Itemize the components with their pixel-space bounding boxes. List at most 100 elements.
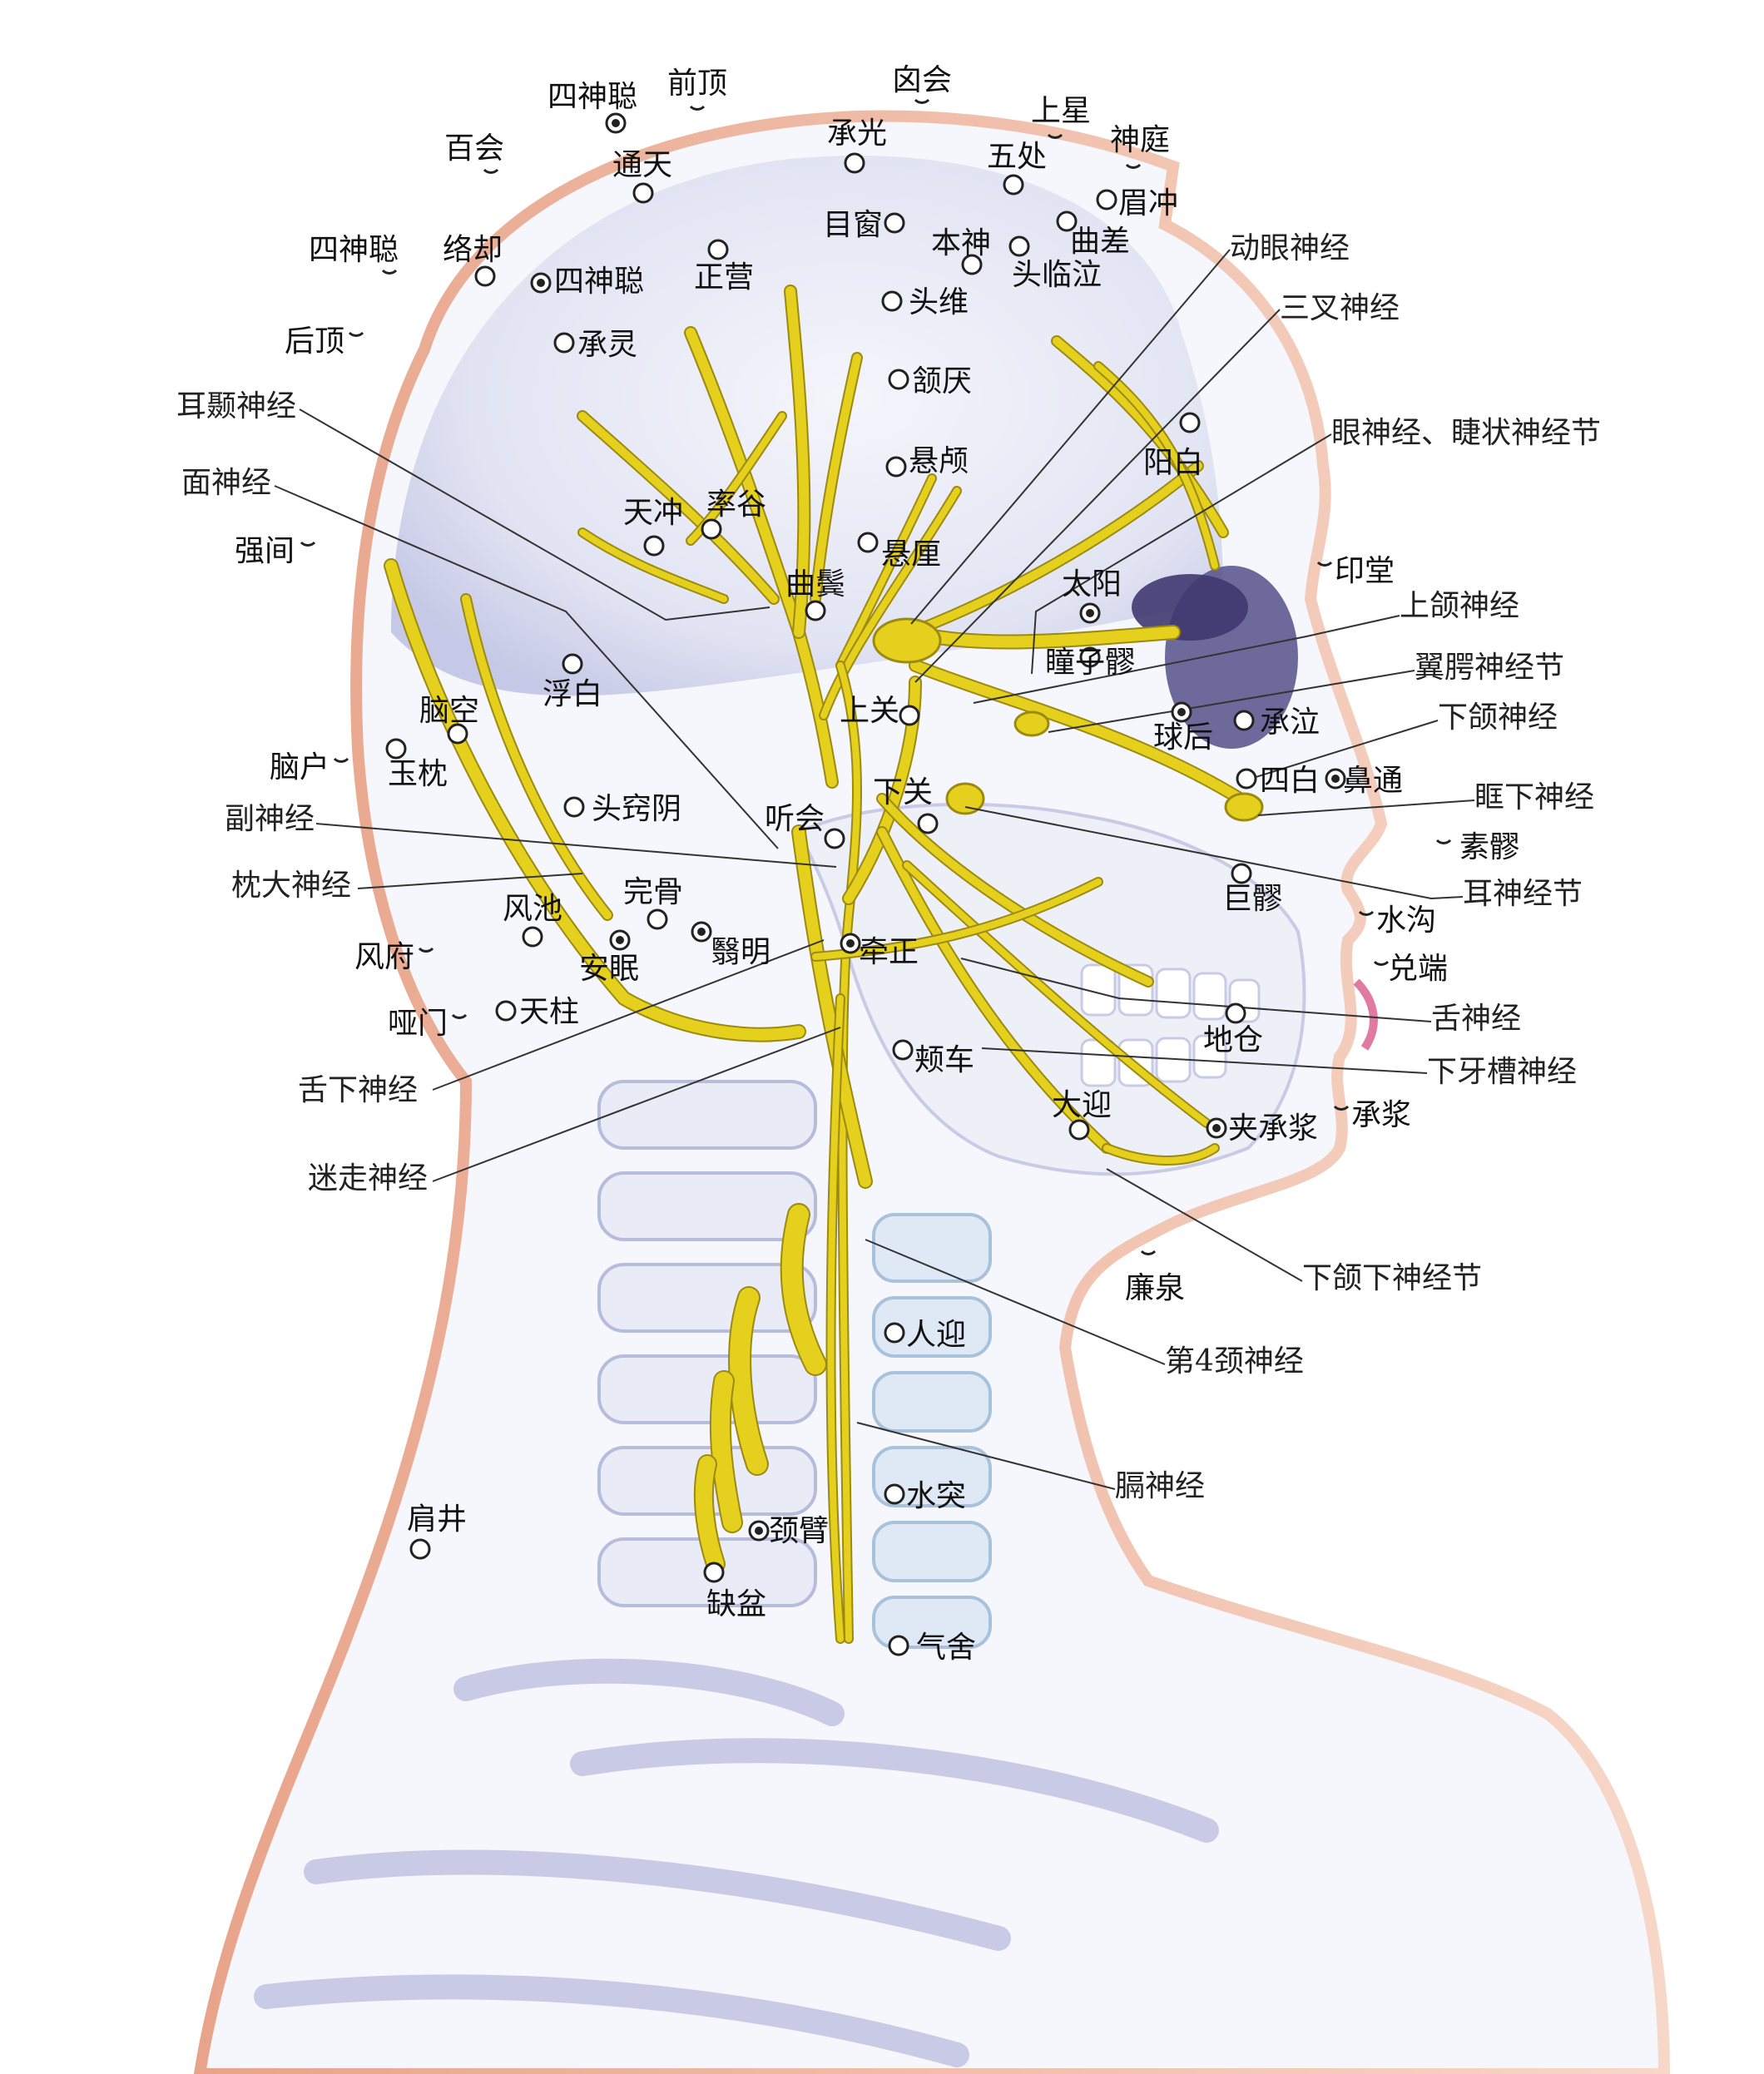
acupoint-marker-ring — [522, 926, 543, 948]
acupoint-label: 夹承浆 — [1228, 1111, 1318, 1146]
acupoint-label: 囟会 — [892, 63, 952, 97]
acupoint-benshen: 本神 — [931, 226, 991, 275]
nerve-branch — [785, 286, 810, 637]
acupoint-chengjiang: 承浆 — [1333, 1098, 1411, 1132]
clavicle-ribs — [254, 1658, 1219, 2067]
nerve-label-jing4: 第4颈神经 — [1165, 1344, 1304, 1379]
nerve-label-mian: 面神经 — [181, 466, 271, 500]
acupoint-label: 印堂 — [1335, 554, 1395, 588]
acupoint-bitong: 鼻通 — [1325, 764, 1403, 798]
acupoint-label: 下关 — [873, 775, 933, 809]
acupoint-marker-arc — [1316, 561, 1333, 567]
acupoint-marker-ring — [899, 705, 920, 726]
acupoint-houding: 后顶 — [285, 324, 364, 359]
acupoint-yamen: 哑门 — [388, 1007, 468, 1041]
acupoint-tongziliao: 瞳子髎 — [1045, 646, 1135, 680]
acupoint-suliao: 素髎 — [1435, 830, 1519, 864]
acupoint-yuzhen: 玉枕 — [385, 738, 448, 791]
nerve-ganglion — [945, 782, 985, 815]
acupoint-marker-ring — [632, 182, 654, 204]
nerve-branch — [578, 412, 778, 603]
acupoint-jiachengjiang: 夹承浆 — [1206, 1111, 1318, 1146]
acupoint-anmian: 安眠 — [579, 929, 639, 986]
nerve-label-mizou: 迷走神经 — [308, 1161, 428, 1195]
leader-line-xiahexia — [1106, 1168, 1303, 1282]
acupoint-marker-dot — [846, 939, 855, 948]
acupoint-lianquan: 廉泉 — [1125, 1250, 1185, 1305]
acupoint-shangguan: 上关 — [840, 694, 920, 728]
acupoint-tianzhu: 天柱 — [495, 995, 579, 1029]
acupoint-xinhui: 囟会 — [892, 63, 952, 104]
acupoint-marker-arc — [689, 105, 706, 111]
acupoint-marker-arc — [333, 757, 349, 763]
acupoint-marker-ring — [1225, 1002, 1246, 1024]
acupoint-marker-arc — [1047, 133, 1063, 139]
nerve-label-yanshenjing: 眼神经、睫状神经节 — [1331, 416, 1601, 450]
acupoint-quepen: 缺盆 — [703, 1562, 766, 1621]
nerve-label-xiahexia: 下颌下神经节 — [1302, 1261, 1482, 1295]
acupoint-marker-arc — [348, 331, 364, 337]
acupoint-marker-arc — [1358, 910, 1375, 916]
acupoint-marker-ring — [1233, 710, 1255, 731]
acupoint-label: 后顶 — [285, 324, 344, 359]
acupoint-marker-ring — [703, 1562, 725, 1583]
acupoint-label: 阳白 — [1143, 446, 1203, 480]
acupoint-marker-dot — [1212, 1124, 1221, 1132]
acupoint-label: 颈臂 — [769, 1514, 829, 1548]
acupoint-jiache: 颊车 — [892, 1039, 974, 1077]
acupoint-marker-ring — [844, 152, 865, 174]
nerve-branch — [827, 995, 844, 1642]
acupoint-label: 地仓 — [1203, 1023, 1263, 1057]
leader-line-mizou — [432, 1027, 841, 1182]
acupoint-marker-dot — [697, 928, 706, 936]
acupoint-duiduan: 兑端 — [1373, 952, 1448, 986]
acupoint-naokong: 脑空 — [419, 694, 479, 745]
leader-line-shanghe — [973, 615, 1400, 704]
acupoint-label: 球后 — [1153, 720, 1213, 755]
acupoint-label: 四白 — [1260, 764, 1320, 798]
nerve-labels: 动眼神经三叉神经眼神经、睫状神经节耳颞神经面神经上颌神经翼腭神经节下颌神经眶下神… — [176, 231, 1601, 1503]
acupoint-qubin: 曲鬓 — [785, 567, 845, 621]
nerve-branch — [579, 529, 727, 602]
acupoint-label: 四神聪 — [554, 265, 644, 299]
acupoint-marker-arc — [381, 269, 398, 275]
acupoint-label: 大迎 — [1052, 1088, 1112, 1122]
nerve-label-ershenjingjie: 耳神经节 — [1463, 877, 1583, 911]
acupoint-marker-ring — [495, 1000, 517, 1022]
acupoint-label: 完骨 — [623, 875, 683, 909]
acupoint-marker-ring — [409, 1538, 431, 1560]
nerve-branch — [1053, 337, 1227, 537]
nerve-label-kuangxia: 眶下神经 — [1474, 780, 1594, 814]
nerve-branch — [793, 826, 871, 1187]
acupoint-marker-ring — [888, 369, 909, 390]
acupoint-marker-ring — [884, 1322, 905, 1344]
nerve-label-erni: 耳颞神经 — [176, 389, 296, 423]
acupoint-label: 目窗 — [823, 208, 883, 242]
acupoint-jingbi: 颈臂 — [748, 1514, 829, 1548]
acupoint-marker-arc — [418, 947, 434, 953]
acupoint-marker-arc — [1373, 960, 1390, 966]
nerve-branch — [837, 662, 860, 1642]
leader-line-dongyan — [910, 249, 1231, 625]
acupoint-marker-ring — [961, 254, 983, 275]
leader-line-ge — [856, 1422, 1116, 1490]
acupoint-label: 络却 — [443, 233, 503, 267]
leader-line-zhenda — [357, 873, 583, 889]
acupoint-label: 缺盆 — [706, 1587, 766, 1621]
acupoint-marker-dot — [1177, 708, 1186, 716]
acupoint-label: 曲鬓 — [785, 567, 845, 601]
leader-line-ershenjingjie — [964, 806, 1464, 900]
eye-ball — [1132, 574, 1248, 641]
acupoint-label: 鼻通 — [1343, 764, 1403, 798]
acupoint-wuchu: 五处 — [987, 140, 1047, 196]
acupoint-label: 正营 — [694, 260, 754, 295]
acupoint-label: 哑门 — [388, 1007, 448, 1041]
acupoint-chengling: 承灵 — [553, 328, 637, 362]
acupoint-marker-ring — [917, 813, 939, 834]
acupoint-qiangjian: 强间 — [235, 534, 316, 568]
nerve-branch — [878, 828, 1111, 1152]
acupoints: 四神聪前顶囟会上星百会通天承光五处神庭眉冲四神聪络却四神聪正营目窗本神曲差头临泣… — [235, 63, 1519, 1665]
acupoint-shuitu: 水突 — [884, 1479, 966, 1513]
acupoint-marker-ring — [805, 600, 826, 621]
